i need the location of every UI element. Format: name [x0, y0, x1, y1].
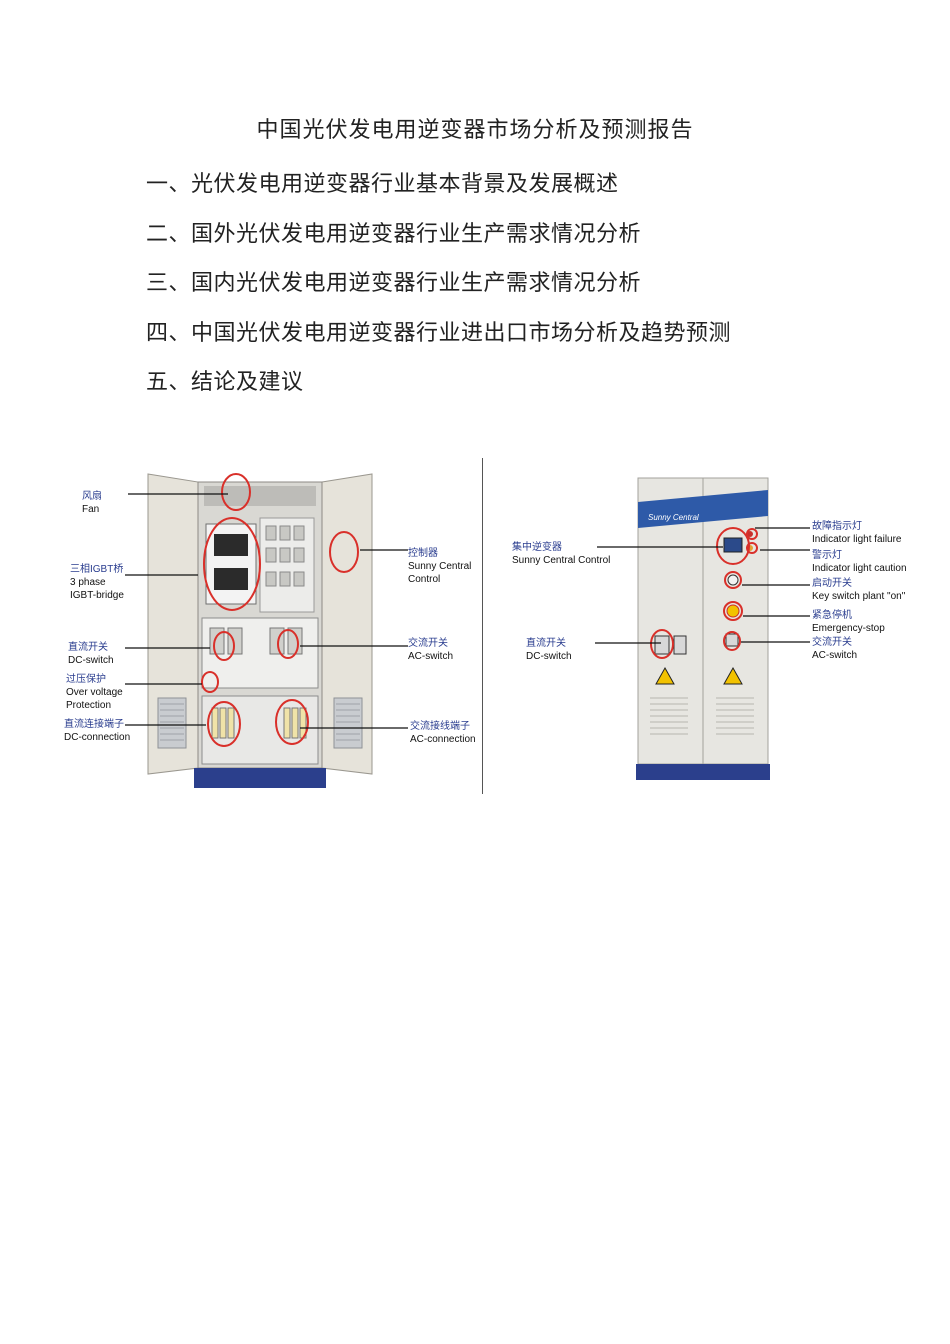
label-dc-switch: 直流开关 DC-switch	[68, 642, 114, 666]
label-igbt-bridge: 三相IGBT桥 3 phase IGBT-bridge	[70, 564, 124, 601]
label-ac-switch-left: 交流开关 AC-switch	[408, 638, 454, 662]
label-ac-switch-right: 交流开关 AC-switch	[812, 637, 858, 661]
label-central-inverter: 集中逆变器 Sunny Central Control	[512, 542, 611, 566]
label-emergency-stop: 紧急停机 Emergency-stop	[812, 610, 885, 634]
right-leader-lines	[595, 527, 810, 644]
label-failure-light: 故障指示灯 Indicator light failure	[812, 521, 902, 545]
label-controller: 控制器 Sunny Central Control	[408, 548, 472, 585]
toc-item: 五、结论及建议	[146, 370, 304, 395]
label-key-switch: 启动开关 Key switch plant "on"	[812, 578, 906, 602]
toc-item: 一、光伏发电用逆变器行业基本背景及发展概述	[146, 172, 619, 197]
table-of-contents: 一、光伏发电用逆变器行业基本背景及发展概述 二、国外光伏发电用逆变器行业生产需求…	[146, 166, 731, 414]
label-dc-switch-right: 直流开关 DC-switch	[526, 638, 572, 662]
toc-item: 二、国外光伏发电用逆变器行业生产需求情况分析	[146, 221, 642, 247]
label-caution-light: 警示灯 Indicator light caution	[812, 550, 907, 574]
label-fan: 风扇 Fan	[82, 491, 102, 515]
figure-divider	[482, 458, 483, 794]
closed-cabinet-illustration: Sunny Central	[636, 477, 770, 780]
open-cabinet-illustration	[147, 473, 373, 788]
toc-item: 三、国内光伏发电用逆变器行业生产需求情况分析	[146, 271, 642, 296]
label-overvoltage-protection: 过压保护 Over voltage Protection	[66, 674, 123, 711]
left-leader-lines	[125, 493, 408, 729]
panel-brand-text: Sunny Central	[648, 513, 699, 522]
document-title: 中国光伏发电用逆变器市场分析及预测报告	[256, 118, 694, 143]
toc-item: 四、中国光伏发电用逆变器行业进出口市场分析及趋势预测	[146, 320, 732, 346]
label-dc-connection: 直流连接端子 DC-connection	[64, 719, 131, 743]
label-ac-connection: 交流接线端子 AC-connection	[410, 721, 476, 745]
